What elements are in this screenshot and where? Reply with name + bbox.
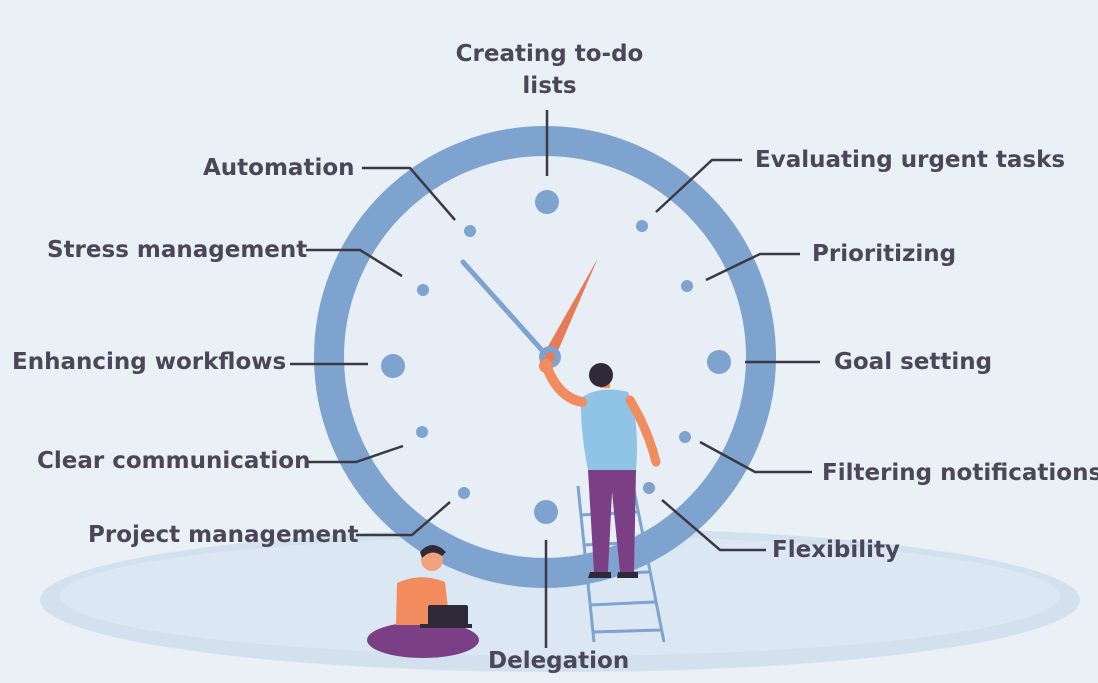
dot-11 [464,225,476,237]
label-project-management: Project management [88,522,359,548]
label-delegation: Delegation [488,648,630,674]
label-prioritizing: Prioritizing [812,241,957,267]
dot-7 [458,487,470,499]
standing-person [539,359,661,578]
leader-top-right [655,158,742,213]
label-evaluating-urgent-tasks: Evaluating urgent tasks [755,147,1066,173]
leader-flexibility [661,499,766,552]
dot-12 [535,190,559,214]
label-clear-communication: Clear communication [37,448,311,474]
label-automation: Automation [203,155,355,181]
label-goal-setting: Goal setting [834,349,993,375]
hour-dots [381,190,731,524]
label-stress-management: Stress management [47,237,308,263]
sitting-person [367,545,479,658]
dot-8 [416,426,428,438]
dot-3 [707,350,731,374]
leader-lines [290,110,820,648]
hour-hand [546,258,598,360]
floor-highlight [60,536,1060,656]
dot-10 [417,284,429,296]
leader-prioritizing [705,252,800,282]
dot-6 [534,500,558,524]
leader-stress [306,248,403,278]
label-flexibility: Flexibility [772,537,901,563]
label-creating-to-do-lists: Creating to-do lists [455,41,644,99]
leader-filtering [699,440,812,474]
minute-hand [460,259,551,360]
dot-2 [681,280,693,292]
dot-9 [381,354,405,378]
label-enhancing-workflows: Enhancing workflows [12,349,287,375]
leader-communication [305,444,404,464]
label-filtering-notifications: Filtering notifications [822,460,1098,486]
leader-automation [362,166,456,221]
dot-1 [636,220,648,232]
dot-5 [643,482,655,494]
leader-project [356,501,451,537]
dot-4 [679,431,691,443]
